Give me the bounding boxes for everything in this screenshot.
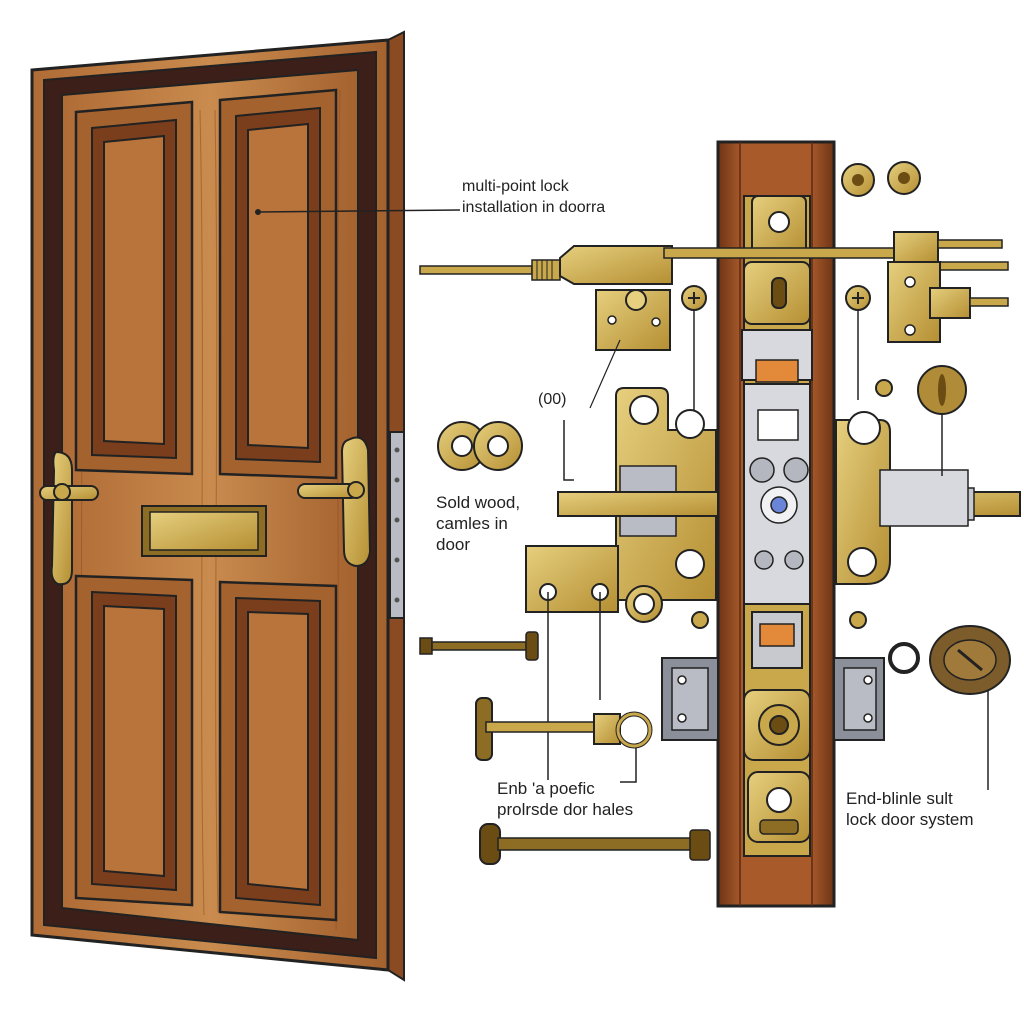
lever-handle-icon [297, 436, 372, 568]
leader-line-top [255, 209, 461, 215]
washer-icon [917, 365, 967, 476]
leader-line-number [563, 339, 621, 481]
door-panel-upper-left [74, 100, 194, 476]
callout-line-2: lock door system [846, 810, 974, 829]
letterbox-icon [141, 505, 267, 557]
callout-door-holes: Enb 'a poefic prolrsde dor hales [497, 778, 633, 820]
washer-icon [437, 421, 523, 471]
callout-line-2: prolrsde dor hales [497, 800, 634, 819]
callout-line-2: camles in [436, 514, 508, 533]
door-panel-lower-left [74, 574, 194, 907]
keep-plate-icon [595, 289, 671, 351]
hinge-plate-icon [887, 231, 1009, 343]
callout-line-2: installation in doorra [462, 199, 606, 216]
lock-strip-icon [716, 140, 836, 908]
callout-multi-point-lock: multi-point lock installation in doorra [462, 176, 605, 218]
lever-handle-icon [39, 450, 99, 586]
door-panel-upper-right [218, 88, 338, 480]
callout-lock-door-system: End-blinle sult lock door system [846, 788, 974, 830]
door-panel-lower-right [218, 580, 338, 922]
callout-line-1: Sold wood, [436, 493, 521, 512]
bolt-icon [475, 697, 653, 761]
leader-line-bottom [547, 748, 637, 783]
keep-plate-icon [525, 545, 619, 760]
callout-line-3: door [436, 535, 471, 554]
washer-icon [841, 161, 921, 197]
bolt-icon [479, 823, 711, 865]
bolt-icon [419, 631, 539, 661]
hinge-plate-icon [833, 657, 885, 741]
keep-plate-icon [835, 411, 969, 585]
hinge-plate-icon [661, 657, 719, 741]
door-icon [30, 30, 405, 982]
screw-icon [845, 285, 871, 400]
callout-solid-wood: Sold wood, camles in door [436, 492, 520, 555]
callout-line-1: End-blinle sult [846, 789, 953, 808]
callout-line-1: Enb 'a poefic [497, 779, 595, 798]
screw-icon [691, 379, 893, 629]
screw-icon [681, 285, 707, 410]
callout-line-1: multi-point lock [462, 178, 569, 195]
door-edge-lock-icon [389, 431, 405, 619]
callout-number: (00) [538, 391, 567, 408]
washer-icon [888, 625, 1011, 790]
bolt-icon [419, 245, 935, 285]
